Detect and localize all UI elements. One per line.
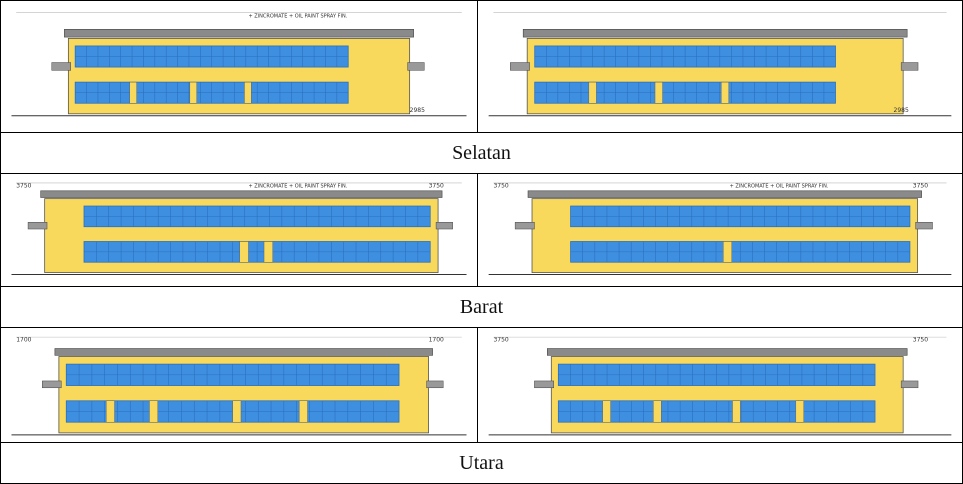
pier — [723, 241, 732, 263]
selatan-elevation-before: + ZINCROMATE + OIL PAINT SPRAY FIN. 2985 — [2, 2, 476, 132]
pier — [298, 400, 308, 423]
roof-parapet — [527, 190, 922, 198]
pier — [244, 81, 252, 104]
balcony-ledge — [435, 222, 453, 230]
row-label-barat: Barat — [459, 295, 504, 318]
elevation-drawing: + ZINCROMATE + OIL PAINT SPRAY FIN. 3750 3… — [488, 182, 952, 276]
elevation-drawing: 3750 3750 — [488, 337, 952, 436]
pier — [654, 81, 663, 104]
pier — [720, 81, 729, 104]
pier — [129, 81, 137, 104]
balcony-ledge — [900, 380, 919, 389]
row-divider — [0, 442, 963, 443]
table-border-left — [0, 0, 1, 484]
dimension-label: 1700 — [429, 337, 444, 344]
pier — [653, 400, 662, 423]
pier — [189, 81, 197, 104]
balcony-ledge — [426, 380, 444, 389]
dimension-label: 3750 — [493, 337, 508, 344]
pier — [588, 81, 597, 104]
balcony-ledge — [915, 222, 933, 230]
utara-elevation-before: 1700 1700 — [2, 328, 476, 442]
roof-parapet — [522, 28, 908, 38]
pier — [106, 400, 115, 423]
dimension-label: 2985 — [894, 107, 909, 114]
roof-parapet — [547, 348, 908, 356]
row-divider — [0, 132, 963, 133]
dimension-label: 3750 — [429, 182, 444, 189]
row-divider — [0, 327, 963, 328]
balcony-ledge — [51, 62, 71, 71]
row-label-utara: Utara — [459, 452, 504, 474]
pier — [263, 241, 273, 263]
column-divider — [477, 0, 478, 133]
utara-elevation-after: 3750 3750 — [479, 328, 961, 442]
column-divider — [477, 327, 478, 443]
roof-parapet — [64, 28, 414, 38]
roof-parapet — [40, 190, 443, 198]
finish-note: + ZINCROMATE + OIL PAINT SPRAY FIN. — [248, 183, 347, 189]
pier — [795, 400, 804, 423]
row-divider — [0, 173, 963, 174]
selatan-elevation-after: 2985 — [479, 2, 961, 132]
dimension-label: 2985 — [410, 107, 425, 114]
table-border-top — [0, 0, 963, 1]
elevation-drawing: 1700 1700 — [11, 337, 467, 436]
balcony-ledge — [514, 222, 535, 230]
dimension-label: 3750 — [913, 182, 928, 189]
finish-note: + ZINCROMATE + OIL PAINT SPRAY FIN. — [730, 183, 829, 189]
barat-elevation-after: + ZINCROMATE + OIL PAINT SPRAY FIN. 3750 3… — [479, 174, 961, 286]
balcony-ledge — [534, 380, 554, 389]
row-label-selatan: Selatan — [452, 141, 511, 164]
row-divider — [0, 286, 963, 287]
column-divider — [477, 173, 478, 287]
balcony-ledge — [27, 222, 48, 230]
pier — [149, 400, 158, 423]
elevation-drawing: 2985 — [488, 12, 952, 117]
dimension-label: 3750 — [16, 182, 31, 189]
roof-parapet — [54, 348, 433, 356]
pier — [732, 400, 741, 423]
pier — [232, 400, 242, 423]
balcony-ledge — [510, 62, 530, 71]
dimension-label: 3750 — [493, 182, 508, 189]
pier — [239, 241, 249, 263]
dimension-label: 3750 — [913, 337, 928, 344]
balcony-ledge — [900, 62, 919, 71]
pier — [602, 400, 611, 423]
barat-elevation-before: + ZINCROMATE + OIL PAINT SPRAY FIN. 3750 3… — [2, 174, 476, 286]
balcony-ledge — [407, 62, 425, 71]
elevation-drawing: + ZINCROMATE + OIL PAINT SPRAY FIN. 3750 3… — [11, 182, 467, 276]
dimension-label: 1700 — [16, 337, 31, 344]
balcony-ledge — [42, 380, 62, 389]
finish-note: + ZINCROMATE + OIL PAINT SPRAY FIN. — [248, 14, 347, 20]
elevation-drawing: + ZINCROMATE + OIL PAINT SPRAY FIN. 2985 — [11, 12, 467, 117]
